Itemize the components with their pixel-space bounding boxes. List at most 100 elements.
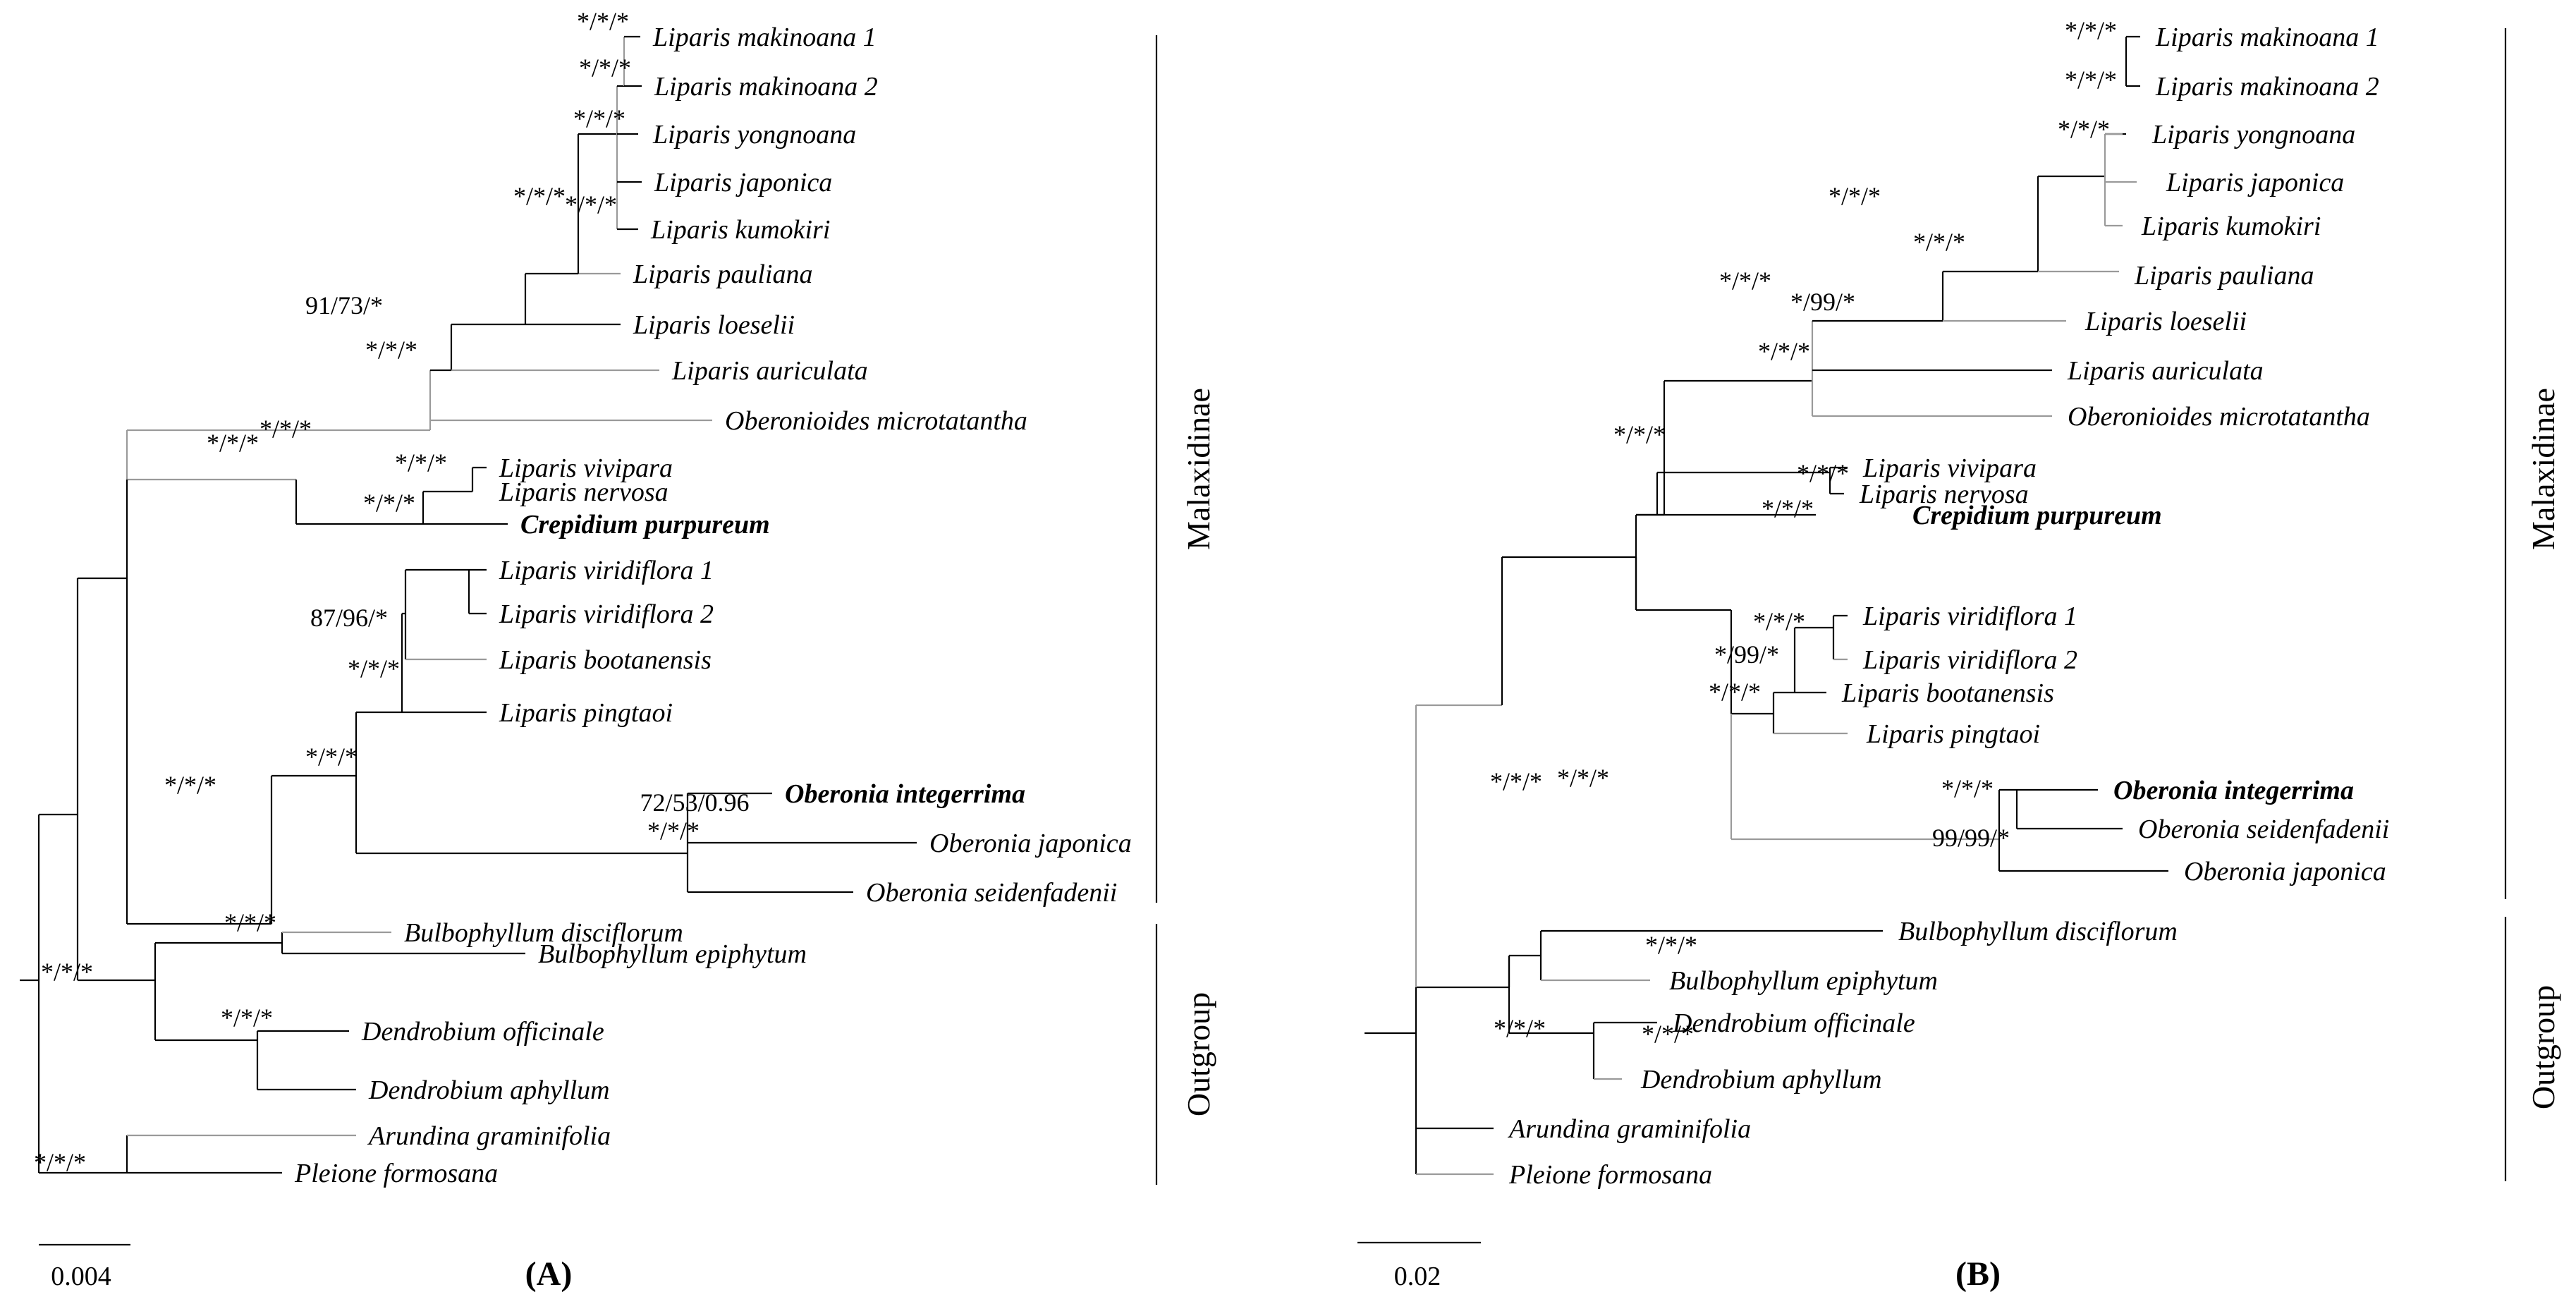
clade-label-outgroup: Outgroup bbox=[2525, 985, 2561, 1109]
support-value: 99/99/* bbox=[1932, 824, 2010, 852]
taxon-label: Dendrobium officinale bbox=[1672, 1008, 1915, 1038]
support-value: */*/* bbox=[260, 415, 312, 443]
taxon-label: Liparis kumokiri bbox=[650, 215, 830, 245]
support-value: 72/53/0.96 bbox=[640, 788, 749, 817]
taxon-label: Liparis pingtaoi bbox=[1866, 719, 2040, 749]
taxon-label: Dendrobium aphyllum bbox=[1640, 1065, 1882, 1094]
support-value: */*/* bbox=[579, 54, 631, 82]
taxon-label: Liparis japonica bbox=[2166, 168, 2344, 197]
panel-label: (B) bbox=[1955, 1255, 2001, 1293]
support-value: */*/* bbox=[363, 489, 415, 517]
taxon-label: Bulbophyllum disciflorum bbox=[1898, 917, 2178, 946]
support-value: */*/* bbox=[2065, 66, 2117, 94]
support-value: */*/* bbox=[2058, 115, 2110, 143]
support-value: */*/* bbox=[1829, 182, 1881, 210]
support-value: */*/* bbox=[164, 771, 216, 799]
support-value: */*/* bbox=[395, 449, 447, 477]
taxon-label: Crepidium purpureum bbox=[1912, 501, 2162, 530]
support-value: */*/* bbox=[305, 743, 358, 771]
support-value: */*/* bbox=[1494, 1014, 1546, 1042]
taxon-label: Arundina graminifolia bbox=[367, 1121, 611, 1151]
support-value: */*/* bbox=[565, 190, 617, 219]
taxon-label: Liparis makinoana 2 bbox=[2155, 72, 2379, 102]
taxon-label: Liparis loeselii bbox=[2084, 307, 2247, 336]
taxon-label: Liparis auriculata bbox=[2067, 356, 2264, 386]
taxon-label: Liparis pauliana bbox=[633, 260, 812, 289]
taxon-label: Bulbophyllum disciflorum bbox=[404, 918, 683, 948]
support-value: */*/* bbox=[1941, 774, 1994, 803]
tree-panel-a: Liparis makinoana 1 Liparis makinoana 2 Li… bbox=[20, 7, 1216, 1293]
taxon-label: Liparis viridiflora 2 bbox=[1862, 645, 2077, 675]
support-value: */*/* bbox=[1642, 1020, 1694, 1048]
taxon-label: Liparis loeselii bbox=[633, 310, 795, 340]
taxon-label: Liparis vivipara bbox=[499, 453, 673, 483]
taxon-label: Liparis makinoana 1 bbox=[652, 23, 877, 52]
taxon-label: Oberonioides microtatantha bbox=[725, 406, 1027, 436]
support-value: */*/* bbox=[34, 1148, 86, 1176]
support-value: 87/96/* bbox=[310, 604, 388, 632]
taxon-label: Oberonia japonica bbox=[929, 829, 1132, 858]
support-value: */*/* bbox=[221, 1004, 273, 1032]
taxon-label: Liparis auriculata bbox=[671, 356, 868, 386]
taxon-label: Arundina graminifolia bbox=[1507, 1114, 1751, 1144]
support-value: */*/* bbox=[1753, 607, 1805, 635]
taxon-label: Dendrobium aphyllum bbox=[368, 1075, 610, 1105]
taxon-label: Liparis vivipara bbox=[1862, 453, 2037, 483]
support-value: */*/* bbox=[1758, 337, 1810, 365]
support-value: */*/* bbox=[1490, 767, 1542, 795]
taxon-label: Oberonioides microtatantha bbox=[2068, 402, 2370, 432]
taxon-label: Liparis pauliana bbox=[2134, 261, 2314, 291]
taxon-label: Oberonia japonica bbox=[2184, 857, 2386, 886]
taxon-label: Pleione formosana bbox=[294, 1159, 498, 1188]
support-value: */*/* bbox=[1645, 931, 1697, 959]
support-value: */*/* bbox=[1557, 764, 1609, 792]
taxon-label: Liparis bootanensis bbox=[1841, 678, 2054, 708]
taxon-label: Pleione formosana bbox=[1508, 1160, 1712, 1190]
clade-label-malaxidinae: Malaxidinae bbox=[1180, 388, 1216, 550]
taxon-label: Liparis bootanensis bbox=[499, 645, 712, 675]
taxon-label: Bulbophyllum epiphytum bbox=[538, 939, 807, 969]
support-value: */*/* bbox=[207, 429, 259, 457]
support-value: */*/* bbox=[1719, 267, 1771, 295]
taxon-label: Liparis nervosa bbox=[1859, 480, 2029, 509]
taxon-label: Oberonia seidenfadenii bbox=[866, 878, 1117, 908]
taxon-label: Liparis kumokiri bbox=[2141, 212, 2321, 241]
support-value: */*/* bbox=[1797, 459, 1849, 487]
scale-label: 0.02 bbox=[1394, 1262, 1441, 1291]
taxon-label: Bulbophyllum epiphytum bbox=[1669, 966, 1938, 996]
support-value: */*/* bbox=[1913, 228, 1965, 256]
taxon-label: Liparis viridiflora 1 bbox=[1862, 602, 2077, 631]
clade-label-outgroup: Outgroup bbox=[1180, 992, 1216, 1116]
support-value: */*/* bbox=[41, 958, 93, 986]
support-value: */99/* bbox=[1790, 288, 1855, 316]
taxon-label: Oberonia integerrima bbox=[785, 779, 1025, 809]
support-value: */*/* bbox=[2065, 16, 2117, 44]
taxon-label: Liparis makinoana 1 bbox=[2155, 23, 2379, 52]
support-value: */*/* bbox=[577, 7, 629, 35]
taxon-label: Oberonia integerrima bbox=[2113, 776, 2354, 805]
taxon-label: Oberonia seidenfadenii bbox=[2138, 815, 2389, 844]
support-value: */*/* bbox=[573, 104, 625, 133]
taxon-label: Liparis viridiflora 2 bbox=[499, 599, 714, 629]
taxon-label: Liparis yongnoana bbox=[2151, 120, 2355, 150]
taxon-label: Crepidium purpureum bbox=[520, 510, 770, 539]
scale-label: 0.004 bbox=[51, 1262, 111, 1291]
taxon-label: Liparis japonica bbox=[654, 168, 832, 197]
tree-panel-b: Liparis makinoana 1 Liparis makinoana 2 Li… bbox=[1357, 16, 2561, 1293]
clade-label-malaxidinae: Malaxidinae bbox=[2525, 388, 2561, 550]
support-value: */99/* bbox=[1714, 640, 1779, 669]
support-value: */*/* bbox=[1613, 420, 1666, 449]
panel-label: (A) bbox=[525, 1255, 573, 1293]
support-value: */*/* bbox=[647, 817, 700, 845]
taxon-label: Liparis pingtaoi bbox=[499, 698, 673, 728]
taxon-label: Liparis viridiflora 1 bbox=[499, 556, 714, 585]
support-value: */*/* bbox=[1709, 678, 1761, 706]
support-value: */*/* bbox=[1762, 494, 1814, 523]
taxon-label: Dendrobium officinale bbox=[361, 1017, 604, 1047]
support-value: */*/* bbox=[224, 908, 276, 937]
support-value: */*/* bbox=[365, 336, 417, 364]
taxon-label: Liparis makinoana 2 bbox=[654, 72, 878, 102]
taxon-label: Liparis yongnoana bbox=[652, 120, 856, 150]
taxon-label: Liparis nervosa bbox=[499, 477, 669, 507]
